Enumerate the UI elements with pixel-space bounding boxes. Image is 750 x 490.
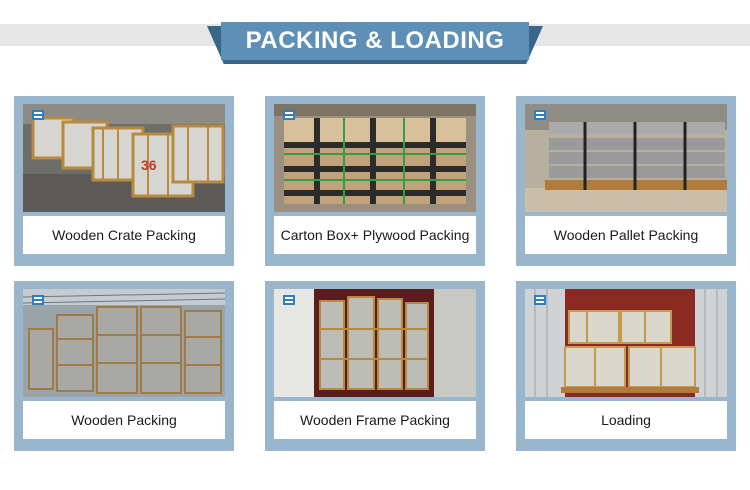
card-caption: Wooden Pallet Packing xyxy=(525,216,727,254)
card-caption: Wooden Crate Packing xyxy=(23,216,225,254)
carton-box-plywood-photo xyxy=(274,104,476,212)
card-caption: Loading xyxy=(525,401,727,439)
company-logo-icon xyxy=(28,108,48,126)
packing-card-wooden: Wooden Packing xyxy=(14,281,234,451)
container-loading-photo xyxy=(525,289,727,397)
card-caption: Wooden Packing xyxy=(23,401,225,439)
header-banner: PACKING & LOADING xyxy=(207,22,543,64)
packing-card-wooden-crate: 36 Wooden Crate Packing xyxy=(14,96,234,266)
packing-card-carton-plywood: Carton Box+ Plywood Packing xyxy=(265,96,485,266)
packing-card-wooden-pallet: Wooden Pallet Packing xyxy=(516,96,736,266)
packing-card-loading: Loading xyxy=(516,281,736,451)
company-logo-icon xyxy=(279,293,299,311)
warehouse-packing-photo xyxy=(23,289,225,397)
company-logo-icon xyxy=(28,293,48,311)
svg-text:36: 36 xyxy=(141,157,157,173)
company-logo-icon xyxy=(279,108,299,126)
wooden-pallet-photo xyxy=(525,104,727,212)
company-logo-icon xyxy=(530,108,550,126)
card-caption: Wooden Frame Packing xyxy=(274,401,476,439)
card-caption: Carton Box+ Plywood Packing xyxy=(274,216,476,254)
packing-card-wooden-frame: Wooden Frame Packing xyxy=(265,281,485,451)
wooden-crates-photo: 36 xyxy=(23,104,225,212)
company-logo-icon xyxy=(530,293,550,311)
page-title: PACKING & LOADING xyxy=(221,22,529,60)
container-frame-photo xyxy=(274,289,476,397)
